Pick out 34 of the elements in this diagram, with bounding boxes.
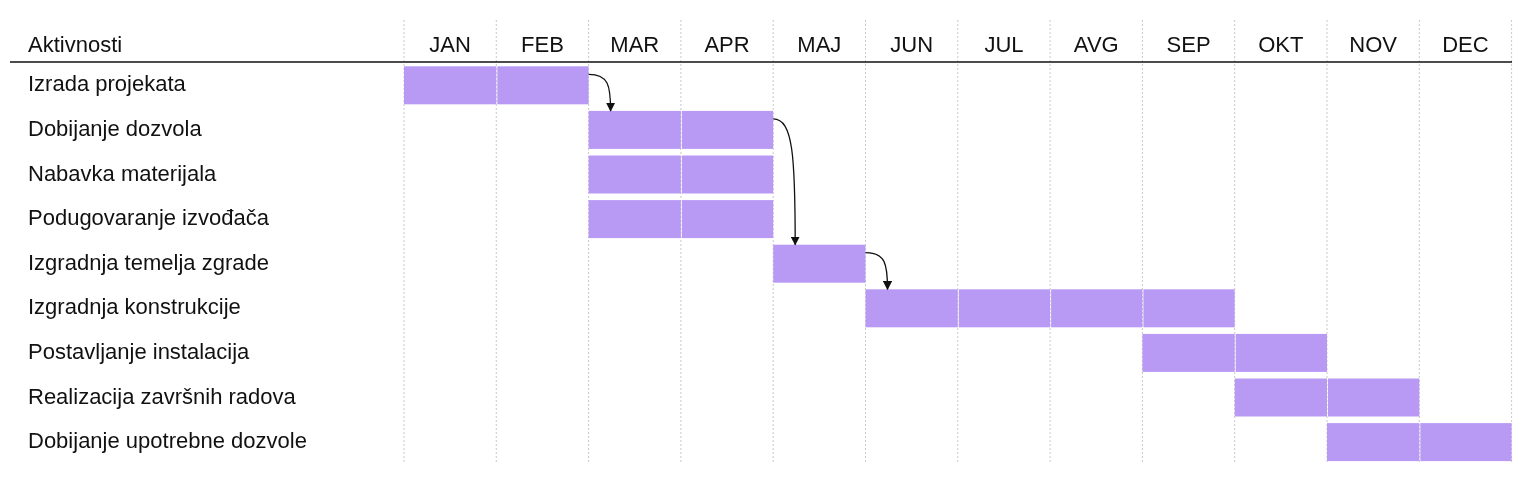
task-bar <box>1327 423 1512 462</box>
task-bar <box>1142 333 1327 372</box>
task-bar <box>865 289 1235 328</box>
activity-label: Izgradnja konstrukcije <box>28 294 241 321</box>
month-label: APR <box>704 32 750 58</box>
dependency-arrow <box>587 73 616 112</box>
task-bar <box>588 110 774 149</box>
activity-label: Podugovaranje izvođača <box>28 205 269 232</box>
month-label: AVG <box>1073 32 1119 58</box>
task-bar <box>1234 378 1420 417</box>
month-label: MAJ <box>797 32 842 58</box>
month-label: JAN <box>429 32 471 58</box>
month-label: SEP <box>1166 32 1211 58</box>
activity-label: Izgradnja temelja zgrade <box>28 249 269 276</box>
month-label: JUN <box>890 32 934 58</box>
activity-label: Izrada projekata <box>28 71 186 98</box>
activity-label: Realizacija završnih radova <box>28 383 296 410</box>
task-bar <box>404 66 589 105</box>
dependency-arrow <box>864 252 892 291</box>
task-bar <box>588 155 774 194</box>
month-label: DEC <box>1442 32 1489 58</box>
month-label: NOV <box>1349 32 1397 58</box>
column-header: Aktivnosti <box>28 32 123 58</box>
month-label: OKT <box>1258 32 1304 58</box>
activity-label: Dobijanje upotrebne dozvole <box>28 428 307 455</box>
activity-label: Dobijanje dozvola <box>28 115 202 142</box>
month-label: JUL <box>984 32 1024 58</box>
month-label: MAR <box>610 32 660 58</box>
task-bar <box>773 244 866 283</box>
dependency-arrow <box>772 118 800 246</box>
month-label: FEB <box>521 32 564 58</box>
activity-label: Postavljanje instalacija <box>28 338 250 365</box>
activity-label: Nabavka materijala <box>28 160 217 187</box>
task-bar <box>588 200 774 239</box>
